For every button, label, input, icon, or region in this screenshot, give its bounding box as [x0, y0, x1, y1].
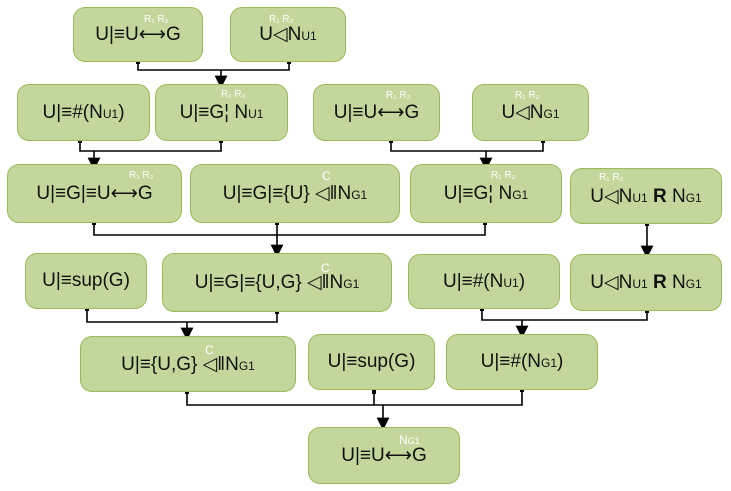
node-n13-text: U|≡#(NU1) — [442, 270, 526, 292]
node-n8: C U|≡G|≡{U} ◁‖NG1 — [190, 164, 400, 223]
node-n15-text: U|≡{U,G} ◁‖NG1 — [121, 353, 255, 375]
node-n11-text: U|≡sup(G) — [42, 270, 130, 291]
node-n10: R₁ R₂ U◁NU1 R NG1 — [570, 168, 722, 224]
node-n10-text: U◁NU1 R NG1 — [590, 185, 702, 207]
node-n18-text: U|≡U⟷G — [341, 445, 427, 466]
node-n11: U|≡sup(G) — [25, 253, 147, 309]
node-n7-sup: R₁ R₂ — [129, 170, 154, 181]
node-n1-sup: R₁ R₂ — [144, 14, 169, 25]
node-n5-text: U|≡U⟷G — [333, 102, 420, 123]
node-n3: U|≡#(NU1) — [17, 84, 150, 141]
node-n4-sup: R₁ R₂ — [221, 89, 246, 100]
node-n9-sup: R₁ R₂ — [491, 170, 516, 181]
edge-n11-n12-to-n15 — [86, 309, 278, 334]
node-n7-text: U|≡G|≡U⟷G — [36, 183, 153, 204]
node-n14: U◁NU1 R NG1 — [570, 254, 722, 311]
node-n12-text: U|≡G|≡{U,G} ◁‖NG1 — [194, 272, 360, 293]
node-n13: U|≡#(NU1) — [408, 254, 560, 309]
node-n4: R₁ R₂ U|≡G¦ NU1 — [155, 84, 288, 141]
node-n2-sup: R₁ R₂ — [269, 14, 294, 25]
edge-n3-n4-to-n7 — [79, 141, 222, 164]
node-n4-text: U|≡G¦ NU1 — [179, 101, 264, 123]
node-n5-sup: R₁ R₂ — [386, 90, 411, 101]
node-n2-text: U◁NU1 — [259, 24, 317, 45]
node-n1-text: U|≡U⟷G — [95, 24, 181, 45]
node-n3-text: U|≡#(NU1) — [42, 101, 125, 123]
node-n16-text: U|≡sup(G) — [327, 351, 416, 372]
edge-n15-n16-n17-to-n18 — [186, 390, 523, 424]
edge-n7-n8-n9-to-n12 — [93, 223, 486, 251]
node-n12: C U|≡G|≡{U,G} ◁‖NG1 — [162, 253, 392, 312]
node-n9: R₁ R₂ U|≡G¦ NG1 — [410, 164, 562, 223]
node-n6-text: U◁NG1 — [501, 102, 560, 123]
node-n2: R₁ R₂ U◁NU1 — [230, 7, 346, 62]
node-n9-text: U|≡G¦ NG1 — [443, 182, 529, 204]
node-n18: NG1 U|≡U⟷G — [308, 427, 460, 484]
node-n6: R₁ R₂ U◁NG1 — [472, 84, 589, 141]
node-n17: U|≡#(NG1) — [446, 334, 598, 390]
edge-n13-n14-to-n17 — [481, 309, 648, 332]
node-n1: R₁ R₂ U|≡U⟷G — [73, 7, 203, 62]
node-n15: C U|≡{U,G} ◁‖NG1 — [80, 336, 296, 392]
node-n17-text: U|≡#(NG1) — [480, 351, 564, 372]
node-n15-sup: C — [205, 343, 214, 357]
edge-n5-n6-to-n9 — [390, 141, 544, 164]
node-n16: U|≡sup(G) — [308, 334, 435, 390]
node-n8-sup: C — [322, 169, 331, 183]
node-n6-sup: R₁ R₂ — [515, 90, 540, 101]
node-n12-sup: C — [321, 261, 330, 275]
node-n5: R₁ R₂ U|≡U⟷G — [313, 84, 440, 141]
node-n14-text: U◁NU1 R NG1 — [590, 272, 702, 293]
node-n8-text: U|≡G|≡{U} ◁‖NG1 — [222, 183, 368, 204]
node-n18-sup: NG1 — [399, 433, 420, 447]
edge-n1-n2-to-n4 — [137, 62, 290, 82]
node-n10-sup: R₁ R₂ — [599, 172, 624, 183]
node-n7: R₁ R₂ U|≡G|≡U⟷G — [7, 164, 182, 223]
